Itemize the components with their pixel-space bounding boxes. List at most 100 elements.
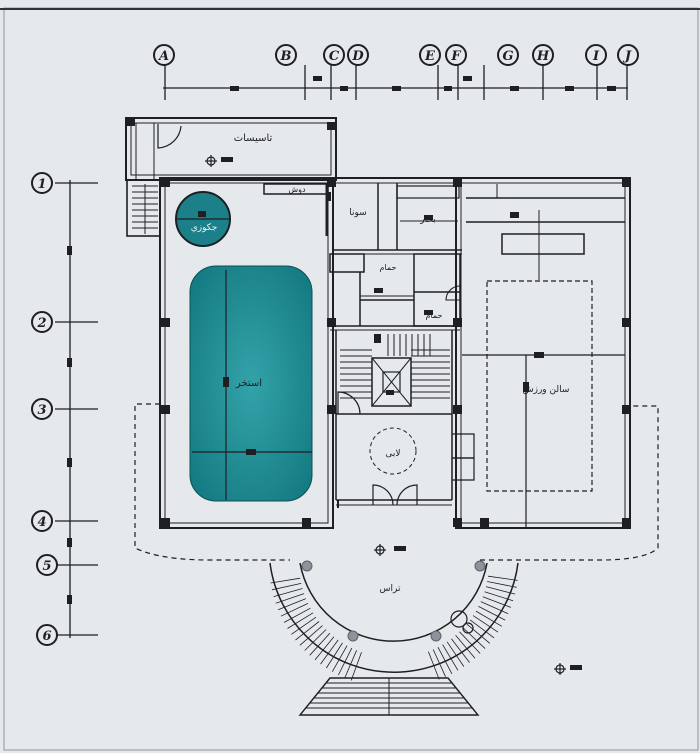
shower-partition (263, 183, 329, 195)
stair-tread (482, 596, 512, 608)
stair-tread (480, 601, 509, 615)
stair-tread (280, 603, 309, 617)
svg-text:5: 5 (42, 559, 51, 574)
stair-tread (291, 616, 317, 635)
svg-text:G: G (502, 49, 513, 64)
stair-tread (331, 645, 348, 672)
column-label-i: I (585, 44, 607, 66)
service-stair (126, 123, 182, 237)
stair-tread (446, 641, 465, 667)
stair-tread (283, 607, 311, 623)
stair-tread (432, 649, 446, 677)
row-grid (55, 180, 98, 638)
roof-overhang-outline (134, 403, 659, 561)
interior-partitions (325, 183, 462, 506)
svg-text:4: 4 (37, 515, 46, 530)
svg-text:H: H (536, 49, 550, 64)
pool-basin (189, 265, 313, 502)
lobby-doors (337, 391, 475, 506)
row-label-4: 4 (31, 510, 53, 532)
svg-text:B: B (280, 49, 292, 64)
stair-tread (451, 638, 470, 663)
planters (450, 610, 474, 634)
stair-tread (466, 623, 491, 644)
row-label-2: 2 (31, 311, 53, 333)
stair-tread (344, 650, 357, 679)
stair-tread (275, 593, 305, 604)
svg-text:C: C (329, 49, 340, 64)
svg-text:F: F (450, 49, 461, 64)
column-label-c: C (323, 44, 345, 66)
stair-tread (463, 627, 486, 649)
stair-tread (338, 647, 353, 676)
stair-tread (459, 631, 481, 654)
column-label-d: D (347, 44, 369, 66)
svg-text:6: 6 (42, 629, 51, 644)
stair-tread (350, 652, 362, 681)
terrace-columns (301, 560, 486, 642)
stair-tread (484, 591, 514, 602)
stair-tread (469, 619, 495, 639)
stair-tread (273, 588, 303, 597)
stair-tread (325, 642, 343, 669)
front-steps (298, 677, 480, 716)
row-label-1: 1 (31, 172, 53, 194)
column-label-e: E (419, 44, 441, 66)
room-label-shower: دوش (288, 185, 306, 194)
misc-dimension-marks (221, 157, 582, 670)
level-marker-bottom (554, 663, 566, 675)
stair-tread (472, 615, 499, 633)
stair-tread (478, 606, 506, 621)
level-marker-terrace (374, 544, 386, 556)
main-stair (340, 334, 450, 407)
pool-dimension-lines (192, 270, 312, 500)
row-label-3: 3 (31, 398, 53, 420)
room-label-sauna: سونا (349, 208, 366, 218)
column-dimension-marks (230, 76, 616, 91)
room-label-gym: سالن ورزش (523, 385, 570, 395)
room-label-storage: تاسيسات (234, 133, 273, 144)
row-label-5: 5 (36, 554, 58, 576)
svg-text:I: I (592, 49, 600, 64)
stair-tread (314, 636, 335, 661)
lobby-circle (369, 427, 417, 475)
stair-tread (442, 644, 459, 671)
jacuzzi (175, 191, 231, 247)
column-ticks (164, 65, 628, 100)
stair-tread (455, 635, 476, 659)
room-label-pool: استخر (235, 378, 262, 389)
stair-tread (428, 651, 440, 680)
stair-tread (287, 612, 314, 629)
room-label-bath-2: حمام (426, 311, 443, 320)
svg-text:A: A (157, 49, 169, 64)
svg-text:J: J (622, 49, 632, 64)
stair-tread (299, 625, 323, 646)
structural-columns (127, 118, 631, 527)
column-label-g: G (497, 44, 519, 66)
room-label-lobby: لابی (385, 449, 400, 459)
svg-text:1: 1 (37, 177, 46, 192)
svg-text:3: 3 (37, 403, 46, 418)
stair-tread (309, 632, 331, 656)
row-label-6: 6 (36, 624, 58, 646)
column-label-h: H (532, 44, 554, 66)
stair-tread (437, 647, 453, 674)
gym-dimension-marks (510, 212, 544, 392)
column-label-j: J (617, 44, 639, 66)
stair-tread (271, 583, 302, 591)
room-label-terrace: تراس (380, 584, 401, 594)
svg-text:E: E (424, 49, 436, 64)
column-label-a: A (153, 44, 175, 66)
stair-tread (485, 586, 516, 595)
column-label-f: F (445, 44, 467, 66)
column-grid (163, 65, 628, 100)
room-label-jacuzzi: جكوزي (191, 223, 218, 233)
stair-tread (488, 575, 518, 581)
stair-tread (487, 581, 517, 588)
curved-stairs (269, 562, 519, 681)
column-label-b: B (275, 44, 297, 66)
exterior-walls (125, 117, 631, 529)
stair-tread (295, 621, 320, 641)
stair-tread (304, 629, 327, 651)
